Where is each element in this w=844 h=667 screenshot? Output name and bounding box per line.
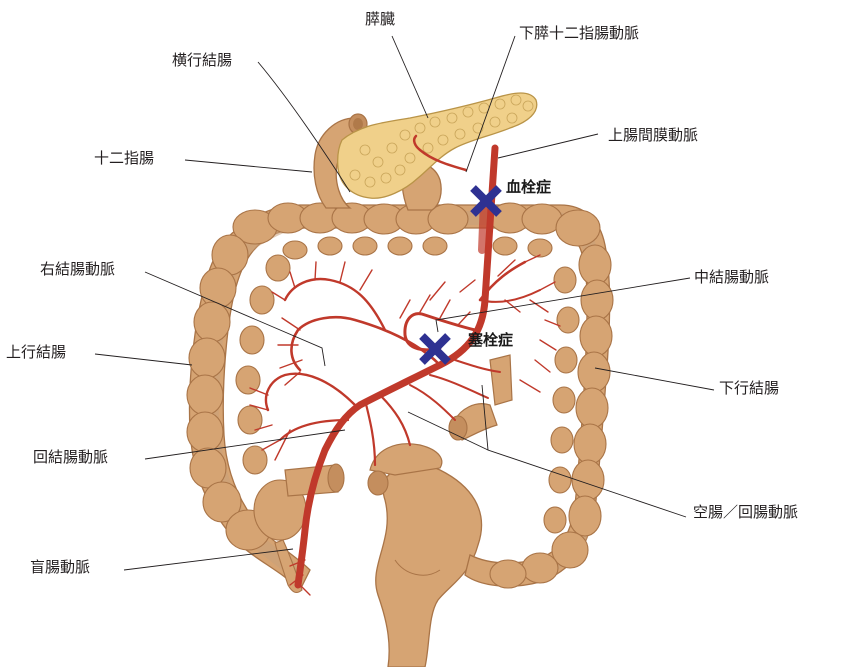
label-jejunal-ileal-arteries: 空腸／回腸動脈 — [693, 503, 798, 521]
label-duodenum: 十二指腸 — [94, 149, 154, 167]
embolism-label: 塞栓症 — [468, 331, 513, 349]
label-ascending-colon: 上行結腸 — [6, 343, 66, 361]
label-pancreas: 膵臓 — [365, 10, 395, 28]
thrombosis-label: 血栓症 — [506, 178, 551, 196]
label-appendicular-artery: 盲腸動脈 — [30, 558, 90, 576]
label-inferior-pancreaticoduodenal-artery: 下膵十二指腸動脈 — [519, 24, 639, 42]
stomach-illustration — [376, 464, 482, 667]
label-middle-colic-artery: 中結腸動脈 — [694, 268, 769, 286]
label-right-colic-artery: 右結腸動脈 — [40, 260, 115, 278]
label-superior-mesenteric-artery: 上腸間膜動脈 — [608, 126, 698, 144]
label-transverse-colon: 横行結腸 — [172, 51, 232, 69]
label-ileocolic-artery: 回結腸動脈 — [33, 448, 108, 466]
label-descending-colon: 下行結腸 — [719, 379, 779, 397]
